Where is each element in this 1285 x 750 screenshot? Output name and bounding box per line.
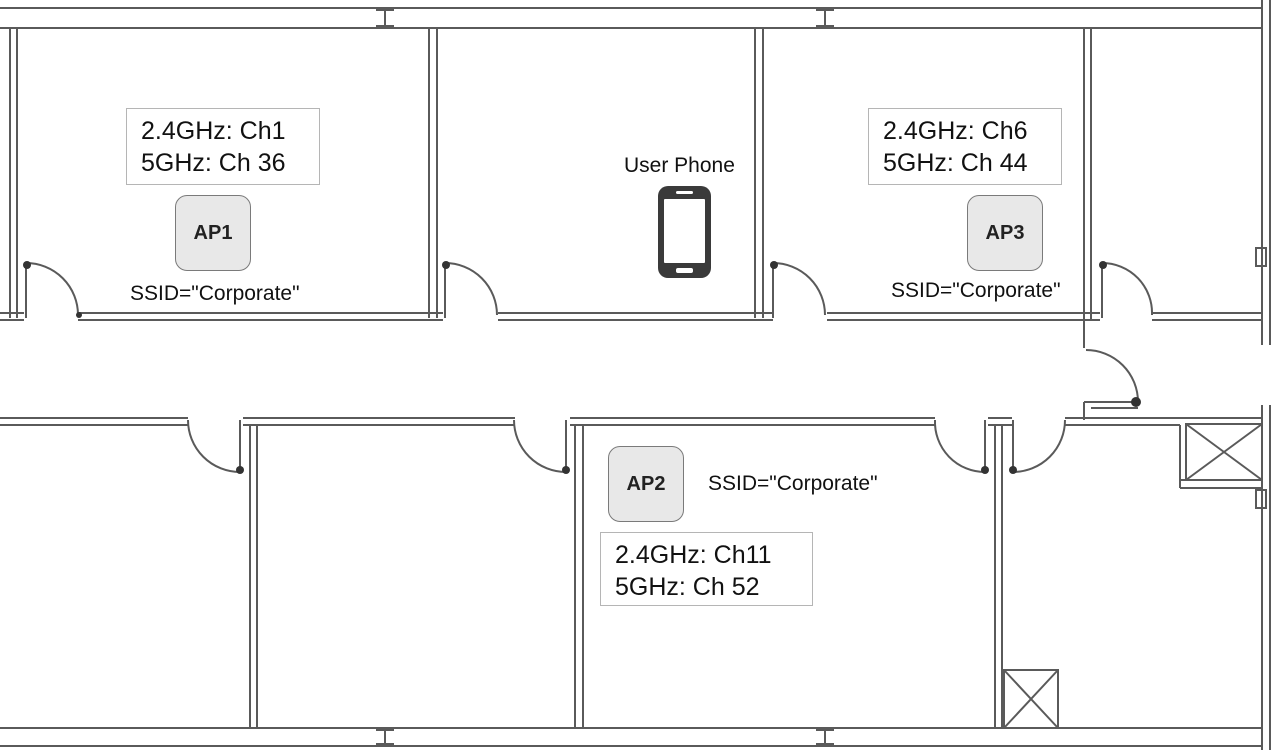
ap3-24ghz-channel: 2.4GHz: Ch6 bbox=[883, 117, 1028, 145]
ap3-node[interactable]: AP3 bbox=[967, 195, 1043, 271]
ap2-channel-box: 2.4GHz: Ch11 5GHz: Ch 52 bbox=[600, 532, 813, 606]
ap2-24ghz-channel: 2.4GHz: Ch11 bbox=[615, 541, 772, 569]
ap2-node[interactable]: AP2 bbox=[608, 446, 684, 522]
ap1-5ghz-channel: 5GHz: Ch 36 bbox=[141, 149, 286, 177]
ap1-ssid: SSID="Corporate" bbox=[128, 282, 302, 306]
ap3-channel-box: 2.4GHz: Ch6 5GHz: Ch 44 bbox=[868, 108, 1062, 185]
ap3-label: AP3 bbox=[985, 221, 1025, 244]
ap3-ssid: SSID="Corporate" bbox=[889, 279, 1063, 303]
smartphone-icon[interactable] bbox=[657, 185, 712, 279]
ap1-channel-box: 2.4GHz: Ch1 5GHz: Ch 36 bbox=[126, 108, 320, 185]
ap3-5ghz-channel: 5GHz: Ch 44 bbox=[883, 149, 1028, 177]
ap2-label: AP2 bbox=[626, 472, 666, 495]
ap2-5ghz-channel: 5GHz: Ch 52 bbox=[615, 573, 760, 601]
user-phone-label: User Phone bbox=[624, 154, 735, 177]
ap1-label: AP1 bbox=[193, 221, 233, 244]
ap2-ssid: SSID="Corporate" bbox=[706, 472, 880, 496]
ap1-24ghz-channel: 2.4GHz: Ch1 bbox=[141, 117, 286, 145]
ap1-node[interactable]: AP1 bbox=[175, 195, 251, 271]
